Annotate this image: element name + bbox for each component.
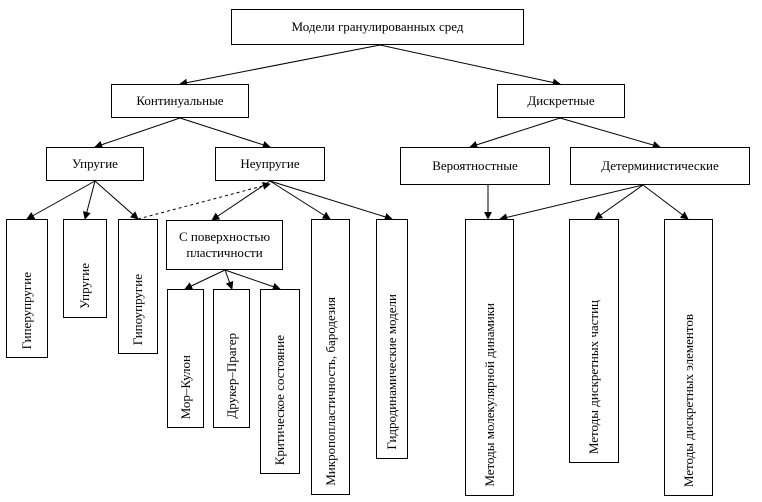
node-probabilistic-label: Вероятностные xyxy=(432,158,518,174)
edge-elastic-hypoelastic xyxy=(94,180,139,220)
node-hypoelastic-label: Гипоупругие xyxy=(130,273,146,345)
node-drucker-label: Друкер–Прагер xyxy=(223,333,239,419)
edge-hypoelastic-inelastic xyxy=(137,181,271,220)
node-continual: Континуальные xyxy=(111,84,249,118)
edge-continual-elastic xyxy=(94,117,181,149)
node-de: Методы дискретных элементов xyxy=(664,219,713,496)
node-md-label: Методы молекулярной динамики xyxy=(481,303,497,487)
node-elastic: Упругие xyxy=(46,147,144,181)
node-hyperelastic: Гиперупругие xyxy=(6,219,48,358)
node-discrete: Дискретные xyxy=(497,84,625,118)
node-dp-label: Методы дискретных частиц xyxy=(586,299,602,454)
node-critical-label: Критическое состояние xyxy=(272,334,288,465)
edge-deterministic-md xyxy=(499,184,644,222)
node-hyperelastic-label: Гиперупругие xyxy=(19,271,35,349)
edge-root-continual xyxy=(179,44,381,87)
node-plastic-surface-label: С поверхностью пластичности xyxy=(178,229,271,260)
node-deterministic: Детерминистические xyxy=(570,147,750,185)
node-dp: Методы дискретных частиц xyxy=(569,219,619,463)
node-root-label: Модели гранулированных сред xyxy=(291,19,464,35)
node-probabilistic: Вероятностные xyxy=(400,147,550,185)
node-elastic-label: Упругие xyxy=(72,156,118,172)
node-hydro-label: Гидродинамические модели xyxy=(384,294,400,450)
edge-discrete-deterministic xyxy=(559,117,661,149)
node-mohr-label: Мор–Кулон xyxy=(177,354,193,419)
node-drucker: Друкер–Прагер xyxy=(213,289,250,428)
node-continual-label: Континуальные xyxy=(136,93,224,109)
node-elastic-leaf: Упругие xyxy=(63,219,107,318)
edge-elastic-hyperelastic xyxy=(26,180,96,220)
node-hypoelastic: Гипоупругие xyxy=(118,219,158,354)
edge-discrete-probabilistic xyxy=(469,117,561,149)
edge-inelastic-plastic xyxy=(211,180,271,221)
edge-inelastic-hydro xyxy=(269,180,393,221)
edge-deterministic-dp xyxy=(594,184,644,220)
node-de-label: Методы дискретных элементов xyxy=(680,313,696,487)
edge-root-discrete xyxy=(379,44,561,87)
edge-inelastic-micro xyxy=(269,180,331,220)
node-micro: Микропопластичность, бародезия xyxy=(311,219,350,495)
node-discrete-label: Дискретные xyxy=(527,93,595,109)
edge-plastic-mohr xyxy=(184,269,226,290)
node-elastic-leaf-label: Упругие xyxy=(77,263,93,309)
node-md: Методы молекулярной динамики xyxy=(465,219,514,496)
node-hydro: Гидродинамические модели xyxy=(376,219,408,459)
edge-plastic-critical xyxy=(224,269,281,291)
node-critical: Критическое состояние xyxy=(260,289,300,474)
node-mohr: Мор–Кулон xyxy=(167,289,204,428)
node-deterministic-label: Детерминистические xyxy=(601,158,719,174)
edge-deterministic-de xyxy=(642,184,689,220)
edge-elastic-elasticleaf xyxy=(82,180,96,220)
edge-continual-inelastic xyxy=(179,117,271,149)
node-inelastic: Неупругие xyxy=(215,147,325,181)
node-plastic-surface: С поверхностью пластичности xyxy=(166,220,283,270)
node-root: Модели гранулированных сред xyxy=(231,9,524,45)
edge-plastic-drucker xyxy=(224,269,234,290)
node-inelastic-label: Неупругие xyxy=(240,156,300,172)
node-micro-label: Микропопластичность, бародезия xyxy=(322,297,338,486)
